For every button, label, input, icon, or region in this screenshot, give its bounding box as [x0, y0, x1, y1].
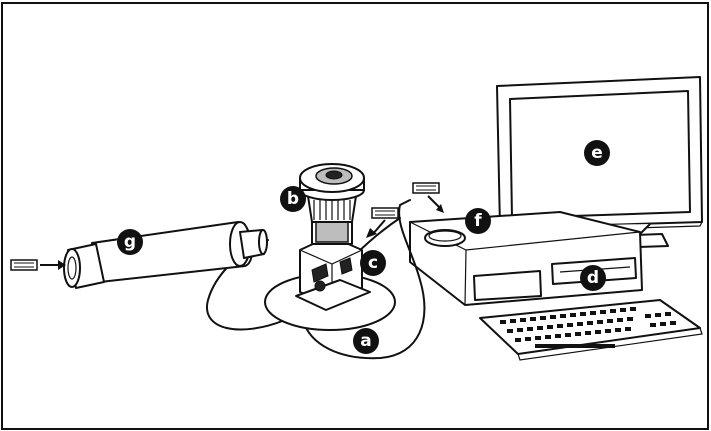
label-b: b	[280, 186, 306, 212]
microscope-stand	[264, 163, 396, 331]
label-d-text: d	[587, 268, 599, 288]
label-b-text: b	[287, 189, 299, 209]
computer-unit	[409, 211, 643, 306]
label-g-text: g	[124, 232, 136, 252]
label-c-text: c	[368, 253, 378, 273]
label-e-text: e	[591, 143, 603, 163]
label-e: e	[584, 140, 610, 166]
label-a: a	[353, 328, 379, 354]
input-tag-left	[10, 259, 38, 271]
label-a-text: a	[360, 331, 371, 351]
input-tag-f	[412, 182, 440, 194]
label-f-text: f	[474, 211, 482, 231]
telescope-tube	[63, 221, 268, 289]
label-g: g	[117, 229, 143, 255]
label-f: f	[465, 208, 491, 234]
label-c: c	[360, 250, 386, 276]
input-tag-c	[371, 207, 399, 219]
indicator-tags	[10, 182, 444, 271]
keyboard	[479, 299, 703, 361]
label-d: d	[580, 265, 606, 291]
